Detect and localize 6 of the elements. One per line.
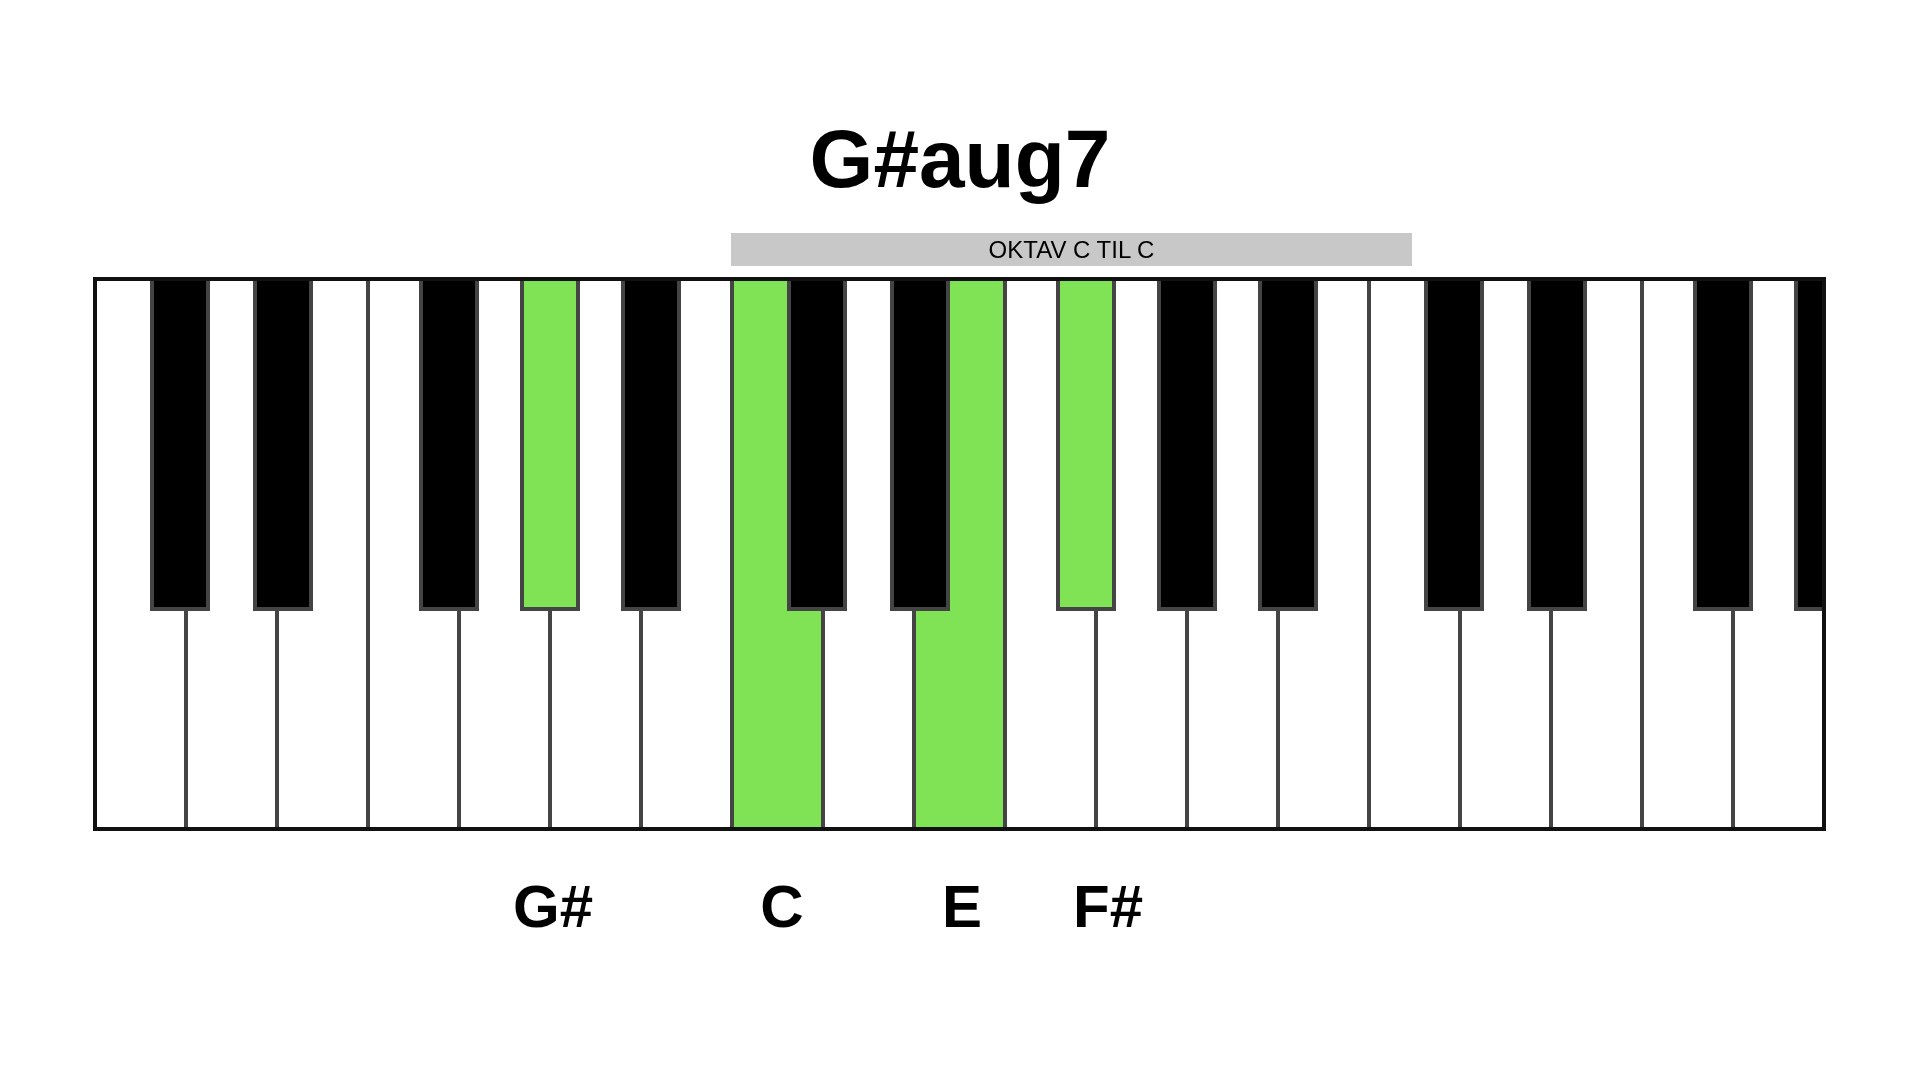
note-label: F# <box>1073 872 1143 941</box>
chord-title: G#aug7 <box>809 112 1111 206</box>
note-label: G# <box>513 872 593 941</box>
octave-range-bar: OKTAV C TIL C <box>731 233 1412 266</box>
note-label: E <box>942 872 982 941</box>
note-label: C <box>760 872 804 941</box>
